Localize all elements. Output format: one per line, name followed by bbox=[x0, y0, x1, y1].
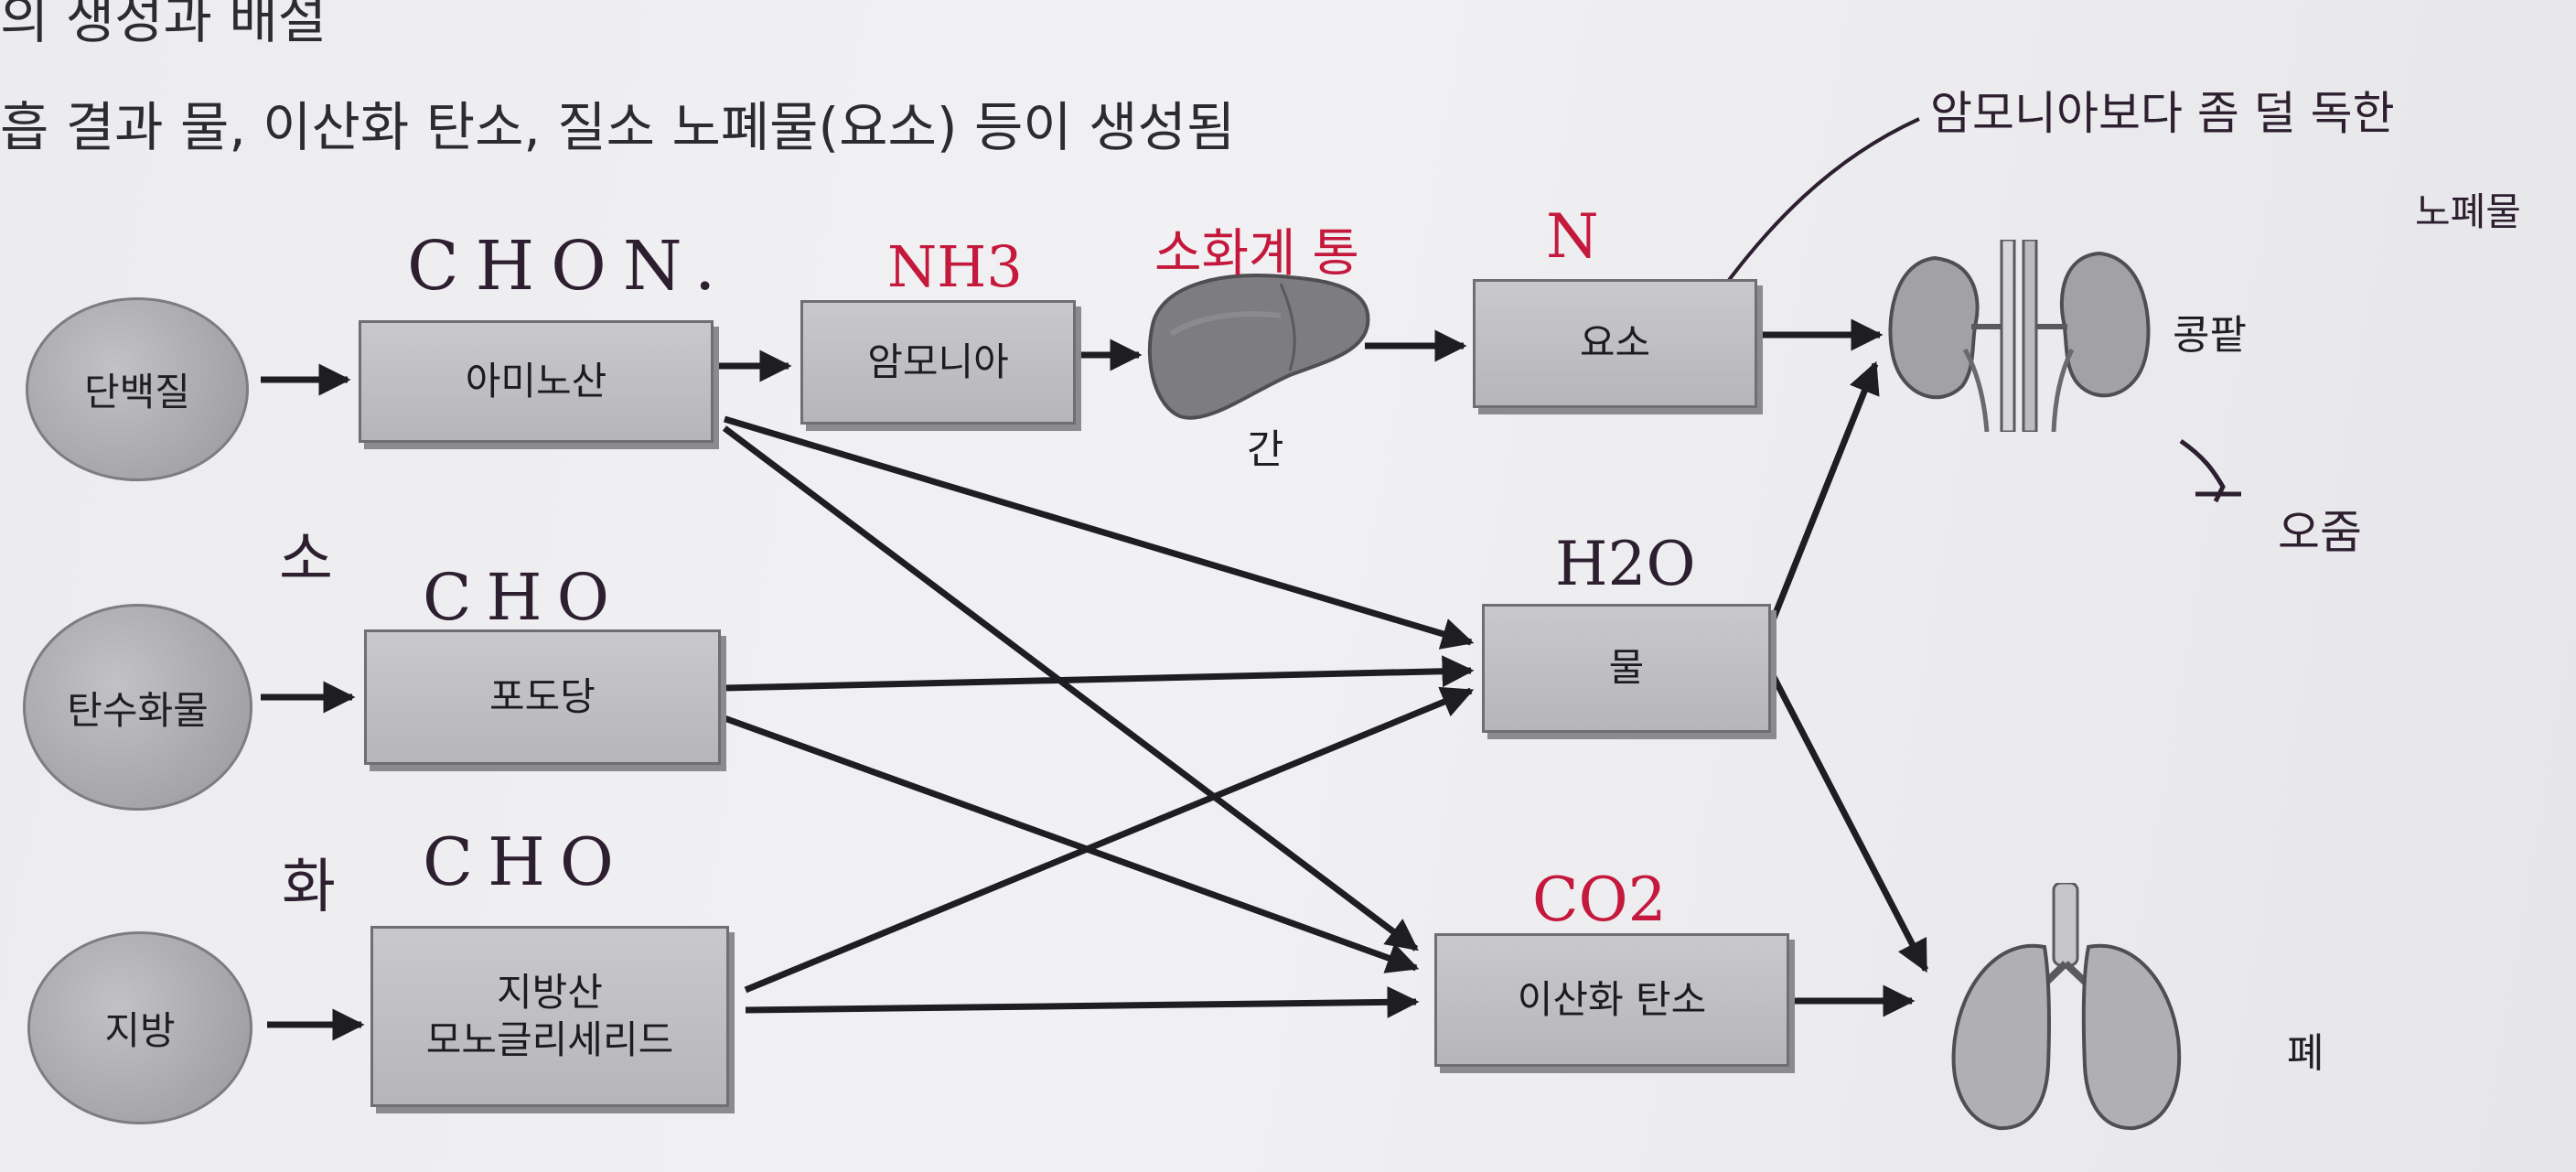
arrow-icon bbox=[745, 985, 1420, 1018]
handwritten-arrow bbox=[2179, 438, 2241, 503]
glucose-box: 포도당 bbox=[364, 629, 721, 765]
co2-formula-annotation: CO2 bbox=[1532, 865, 1667, 935]
urea-note-line1: 암모니아보다 좀 덜 독한 bbox=[1930, 87, 2395, 140]
carbon-dioxide-box: 이산화 탄소 bbox=[1434, 933, 1789, 1067]
side-mark-1: 소 bbox=[279, 526, 333, 594]
ammonia-formula-annotation: NH3 bbox=[887, 233, 1023, 300]
water-formula-annotation: H2O bbox=[1555, 529, 1696, 599]
fatty-acid-label: 지방산 bbox=[497, 969, 603, 1015]
arrow-icon bbox=[722, 425, 1419, 952]
urea-formula-annotation: N bbox=[1546, 201, 1599, 272]
liver-icon bbox=[1147, 274, 1370, 420]
side-mark-2: 화 bbox=[282, 854, 336, 921]
arrow-icon bbox=[723, 415, 1475, 650]
arrow-icon bbox=[1769, 673, 1929, 973]
amino-formula-annotation: CHON. bbox=[407, 227, 732, 306]
glucose-label: 포도당 bbox=[489, 673, 596, 719]
kidney-icon bbox=[1888, 240, 2151, 432]
amino-acid-label: 아미노산 bbox=[465, 358, 607, 403]
arrow-icon bbox=[724, 655, 1475, 692]
carbon-dioxide-label: 이산화 탄소 bbox=[1517, 976, 1707, 1022]
monoglyceride-label: 모노글리세리드 bbox=[425, 1017, 674, 1062]
liver-label: 간 bbox=[1247, 426, 1284, 473]
urea-box: 요소 bbox=[1473, 279, 1757, 408]
nutrient-protein-node: 단백질 bbox=[26, 297, 249, 481]
fat-formula-annotation: CHO bbox=[423, 823, 628, 900]
section-subheading: 흡 결과 물, 이산화 탄소, 질소 노폐물(요소) 등이 생성됨 bbox=[0, 96, 1236, 158]
lung-label: 폐 bbox=[2287, 1030, 2324, 1077]
nutrient-protein-label: 단백질 bbox=[84, 370, 190, 414]
arrow-icon bbox=[744, 686, 1475, 994]
urea-label: 요소 bbox=[1579, 320, 1651, 366]
arrow-icon bbox=[1769, 360, 1880, 622]
arrow-icon bbox=[723, 715, 1420, 973]
water-label: 물 bbox=[1608, 645, 1645, 691]
nutrient-fat-label: 지방 bbox=[104, 1008, 176, 1053]
liver-note-annotation: 소화계 통 bbox=[1154, 224, 1359, 284]
kidney-label: 콩팥 bbox=[2173, 312, 2247, 359]
water-box: 물 bbox=[1482, 604, 1771, 733]
section-heading: 의 생성과 배설 bbox=[0, 0, 327, 50]
nutrient-carbohydrate-node: 탄수화물 bbox=[23, 604, 252, 811]
glucose-formula-annotation: CHO bbox=[423, 560, 624, 635]
fatty-acid-box: 지방산 모노글리세리드 bbox=[370, 926, 729, 1107]
ammonia-label: 암모니아 bbox=[867, 339, 1009, 384]
amino-formula-text: CHON. bbox=[407, 227, 733, 306]
kidney-urine-note: 오줌 bbox=[2278, 506, 2362, 559]
nutrient-fat-node: 지방 bbox=[27, 931, 252, 1124]
lung-icon bbox=[1951, 883, 2182, 1131]
ammonia-box: 암모니아 bbox=[800, 300, 1076, 425]
nutrient-carbohydrate-label: 탄수화물 bbox=[67, 687, 209, 733]
amino-acid-box: 아미노산 bbox=[359, 320, 714, 443]
urea-note-line2: 노폐물 bbox=[2415, 189, 2521, 234]
